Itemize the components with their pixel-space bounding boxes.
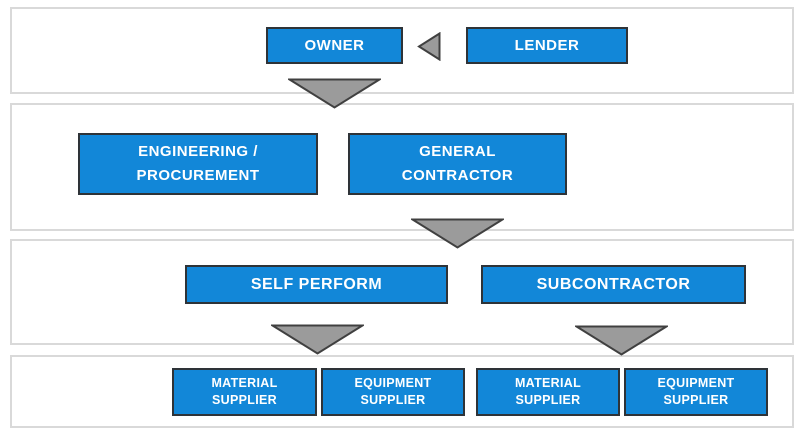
subcontractor-box: SUBCONTRACTOR — [481, 265, 746, 304]
arrow-subcontractor-down-icon — [575, 325, 668, 356]
engineering-procurement-label: ENGINEERING / PROCUREMENT — [136, 143, 260, 184]
self-perform-label: SELF PERFORM — [250, 275, 383, 293]
material-supplier-2-label: MATERIAL SUPPLIER — [514, 376, 582, 407]
arrow-self-perform-down-icon — [271, 324, 364, 355]
equipment-supplier-2-label: EQUIPMENT SUPPLIER — [657, 376, 735, 407]
self-perform-box: SELF PERFORM — [185, 265, 448, 304]
material-supplier-1-box: MATERIAL SUPPLIER — [172, 368, 317, 416]
equipment-supplier-1-label: EQUIPMENT SUPPLIER — [354, 376, 432, 407]
material-supplier-2-box: MATERIAL SUPPLIER — [476, 368, 620, 416]
owner-box: OWNER — [266, 27, 403, 64]
arrow-lender-to-owner-icon — [417, 32, 441, 61]
arrow-general-contractor-down-icon — [411, 218, 504, 249]
lender-label: LENDER — [514, 36, 580, 54]
subcontractor-label: SUBCONTRACTOR — [536, 275, 691, 293]
material-supplier-1-label: MATERIAL SUPPLIER — [211, 376, 278, 407]
engineering-procurement-box: ENGINEERING / PROCUREMENT — [78, 133, 318, 195]
arrow-owner-down-icon — [288, 78, 381, 109]
owner-label: OWNER — [304, 36, 365, 54]
equipment-supplier-2-box: EQUIPMENT SUPPLIER — [624, 368, 768, 416]
general-contractor-label: GENERAL CONTRACTOR — [401, 143, 514, 184]
equipment-supplier-1-box: EQUIPMENT SUPPLIER — [321, 368, 465, 416]
general-contractor-box: GENERAL CONTRACTOR — [348, 133, 567, 195]
lender-box: LENDER — [466, 27, 628, 64]
